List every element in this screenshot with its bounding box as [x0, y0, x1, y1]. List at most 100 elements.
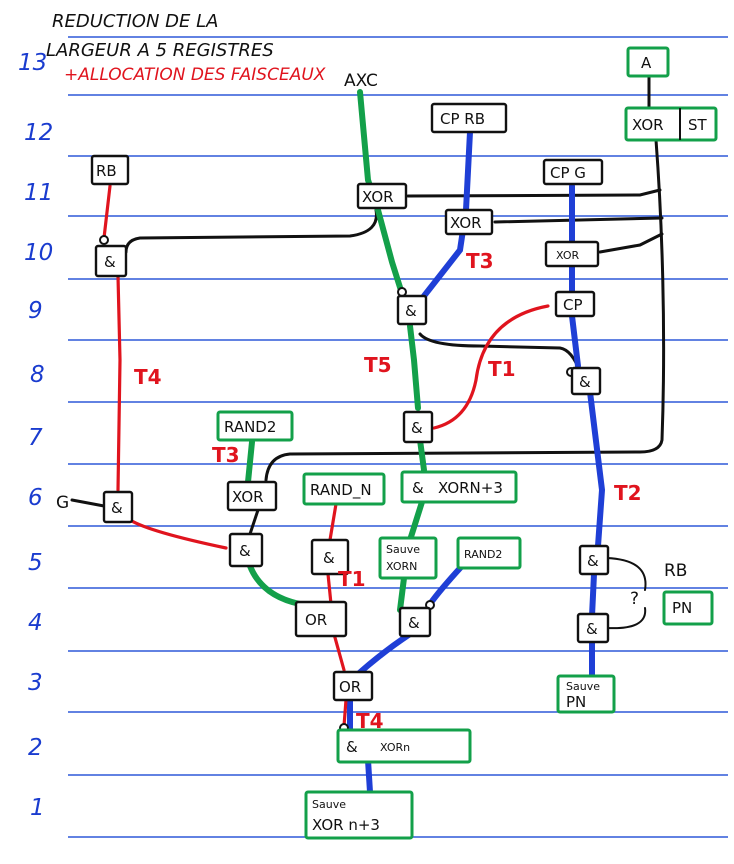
wire-and6-to-and5	[128, 518, 228, 550]
gate-a-label: A	[641, 54, 652, 72]
gate-cp-g-box	[542, 158, 604, 186]
wire-g-input	[70, 498, 106, 508]
bubble-and10	[99, 235, 109, 245]
row-number-12: 12	[24, 120, 53, 146]
gate-and-8-box	[570, 366, 602, 396]
gate-rand2-7-label: RAND2	[224, 418, 276, 436]
gate-and-5-left-box	[228, 532, 264, 568]
wire-trunk-to-xor105	[493, 216, 664, 224]
gate-cp-rb-box	[430, 102, 508, 134]
row-number-7: 7	[28, 425, 43, 451]
gate-cp-9-label: CP	[563, 296, 583, 314]
wire-randn-to-and5	[328, 502, 338, 542]
wire-trunk-to-xor11	[406, 188, 662, 198]
register-lines	[68, 36, 728, 838]
wire-rand2-to-xor6	[245, 439, 255, 485]
wire-axc-trunk	[357, 89, 407, 303]
gate-a-box	[626, 46, 670, 78]
wire-sauve-to-and4	[397, 575, 407, 613]
gate-or-4-box	[294, 600, 348, 638]
gate-xor-10-box	[544, 240, 600, 268]
row-number-10: 10	[24, 240, 53, 266]
wire-rb-to-and10	[102, 184, 112, 240]
gate-sauve-xorn-line2: XORN	[386, 560, 417, 573]
title-line-1: REDUCTION DE LA	[52, 11, 218, 32]
gate-sauve-pn-box	[556, 674, 616, 714]
gate-xor-6-label: XOR	[232, 488, 264, 506]
gate-and-xornp3-symbol: &	[412, 479, 424, 497]
wire-rb-bracket-top	[606, 557, 647, 591]
gate-xor-105-box	[444, 208, 494, 236]
gate-and-5-mid-box	[310, 538, 350, 576]
gate-and-7-label: &	[411, 419, 423, 437]
gate-cp-9-box	[554, 290, 596, 318]
gate-pn-box	[662, 590, 714, 626]
gate-rb-top-box	[90, 154, 130, 186]
gate-and-4-mid-box	[398, 606, 432, 638]
black-wires	[70, 74, 666, 630]
bundle-label-t5: T5	[364, 353, 392, 377]
wire-rb-bracket-bot	[606, 607, 647, 630]
row-number-1: 1	[30, 795, 45, 821]
gate-xor-105-label: XOR	[450, 214, 482, 232]
gate-and-7-box	[402, 410, 434, 444]
gate-and-8-label: &	[579, 373, 591, 391]
gate-xor-st-left-label: XOR	[632, 116, 664, 134]
bundle-label-t1-lower: T1	[338, 567, 366, 591]
wire-and8-to-and5r	[587, 389, 606, 549]
wire-xor6-to-and5	[248, 508, 260, 536]
bundle-label-t2: T2	[614, 481, 642, 505]
gate-xor-10-label: XOR	[556, 249, 579, 262]
gate-xor-6-box	[226, 480, 278, 512]
gate-rand2-7-box	[216, 410, 294, 442]
bundle-label-t1-upper: T1	[488, 357, 516, 381]
gate-and-6-box	[102, 490, 134, 524]
subtitle: +ALLOCATION DES FAISCEAUX	[64, 65, 326, 85]
row-number-13: 13	[18, 50, 47, 76]
gate-cp-rb-label: CP RB	[440, 110, 485, 128]
axc-label: AXC	[344, 71, 378, 91]
gate-pn-label: PN	[672, 599, 692, 617]
red-wires	[102, 184, 550, 728]
gate-and-xorn-label: XORn	[380, 741, 410, 754]
gate-and-10-label: &	[104, 253, 116, 271]
gate-xor-11-label: XOR	[362, 188, 394, 206]
gate-and-xorn-box	[336, 728, 472, 764]
gate-xor-st-box	[624, 106, 718, 142]
annotations: AXC G RB ? T1 T1 T2 T3 T3 T4 T4 T5	[56, 71, 687, 733]
g-input-label: G	[56, 493, 69, 513]
gate-cp-g-label: CP G	[550, 164, 586, 182]
gate-and-5-right-label: &	[587, 552, 599, 570]
gate-or-4-label: OR	[305, 611, 327, 629]
gate-sauve-pn-line2: PN	[566, 693, 586, 711]
gate-sauve-xorn-line1: Sauve	[386, 543, 420, 556]
wire-and5r-to-and4r	[589, 571, 597, 619]
row-number-3: 3	[28, 670, 43, 696]
gate-and-6-label: &	[111, 499, 123, 517]
row-number-11: 11	[24, 180, 53, 206]
wire-and7-to-xornp3	[417, 437, 427, 473]
green-wires	[245, 89, 427, 613]
gate-xor-st-right-label: ST	[688, 116, 708, 134]
gate-and-4-mid-label: &	[408, 614, 420, 632]
gate-sauve-xorn3-line1: Sauve	[312, 798, 346, 811]
wire-trunk-to-xor10	[598, 232, 664, 254]
row-numbers: 13 12 11 10 9 8 7 6 5 4 3 2 1	[18, 50, 53, 821]
wire-xorst-trunk	[264, 138, 666, 482]
gate-and-10-box	[94, 244, 128, 278]
gate-and-5-left-label: &	[239, 542, 251, 560]
gate-or-3-box	[332, 670, 374, 702]
gate-and-5-mid-label: &	[323, 549, 335, 567]
wire-and9-to-and8	[418, 332, 582, 374]
row-number-8: 8	[30, 362, 45, 388]
gate-and-xornp3-label: XORN+3	[438, 479, 503, 497]
row-number-2: 2	[28, 735, 43, 761]
gate-and-9-box	[396, 294, 428, 326]
row-number-9: 9	[28, 298, 43, 324]
title-line-2: LARGEUR A 5 REGISTRES	[46, 40, 274, 61]
gates: A XOR ST CP RB CP G RB XOR XOR XOR & & C…	[90, 46, 718, 840]
bundle-label-t4-left: T4	[134, 365, 162, 389]
gate-sauve-pn-line1: Sauve	[566, 680, 600, 693]
gate-rand-n-box	[302, 472, 386, 506]
